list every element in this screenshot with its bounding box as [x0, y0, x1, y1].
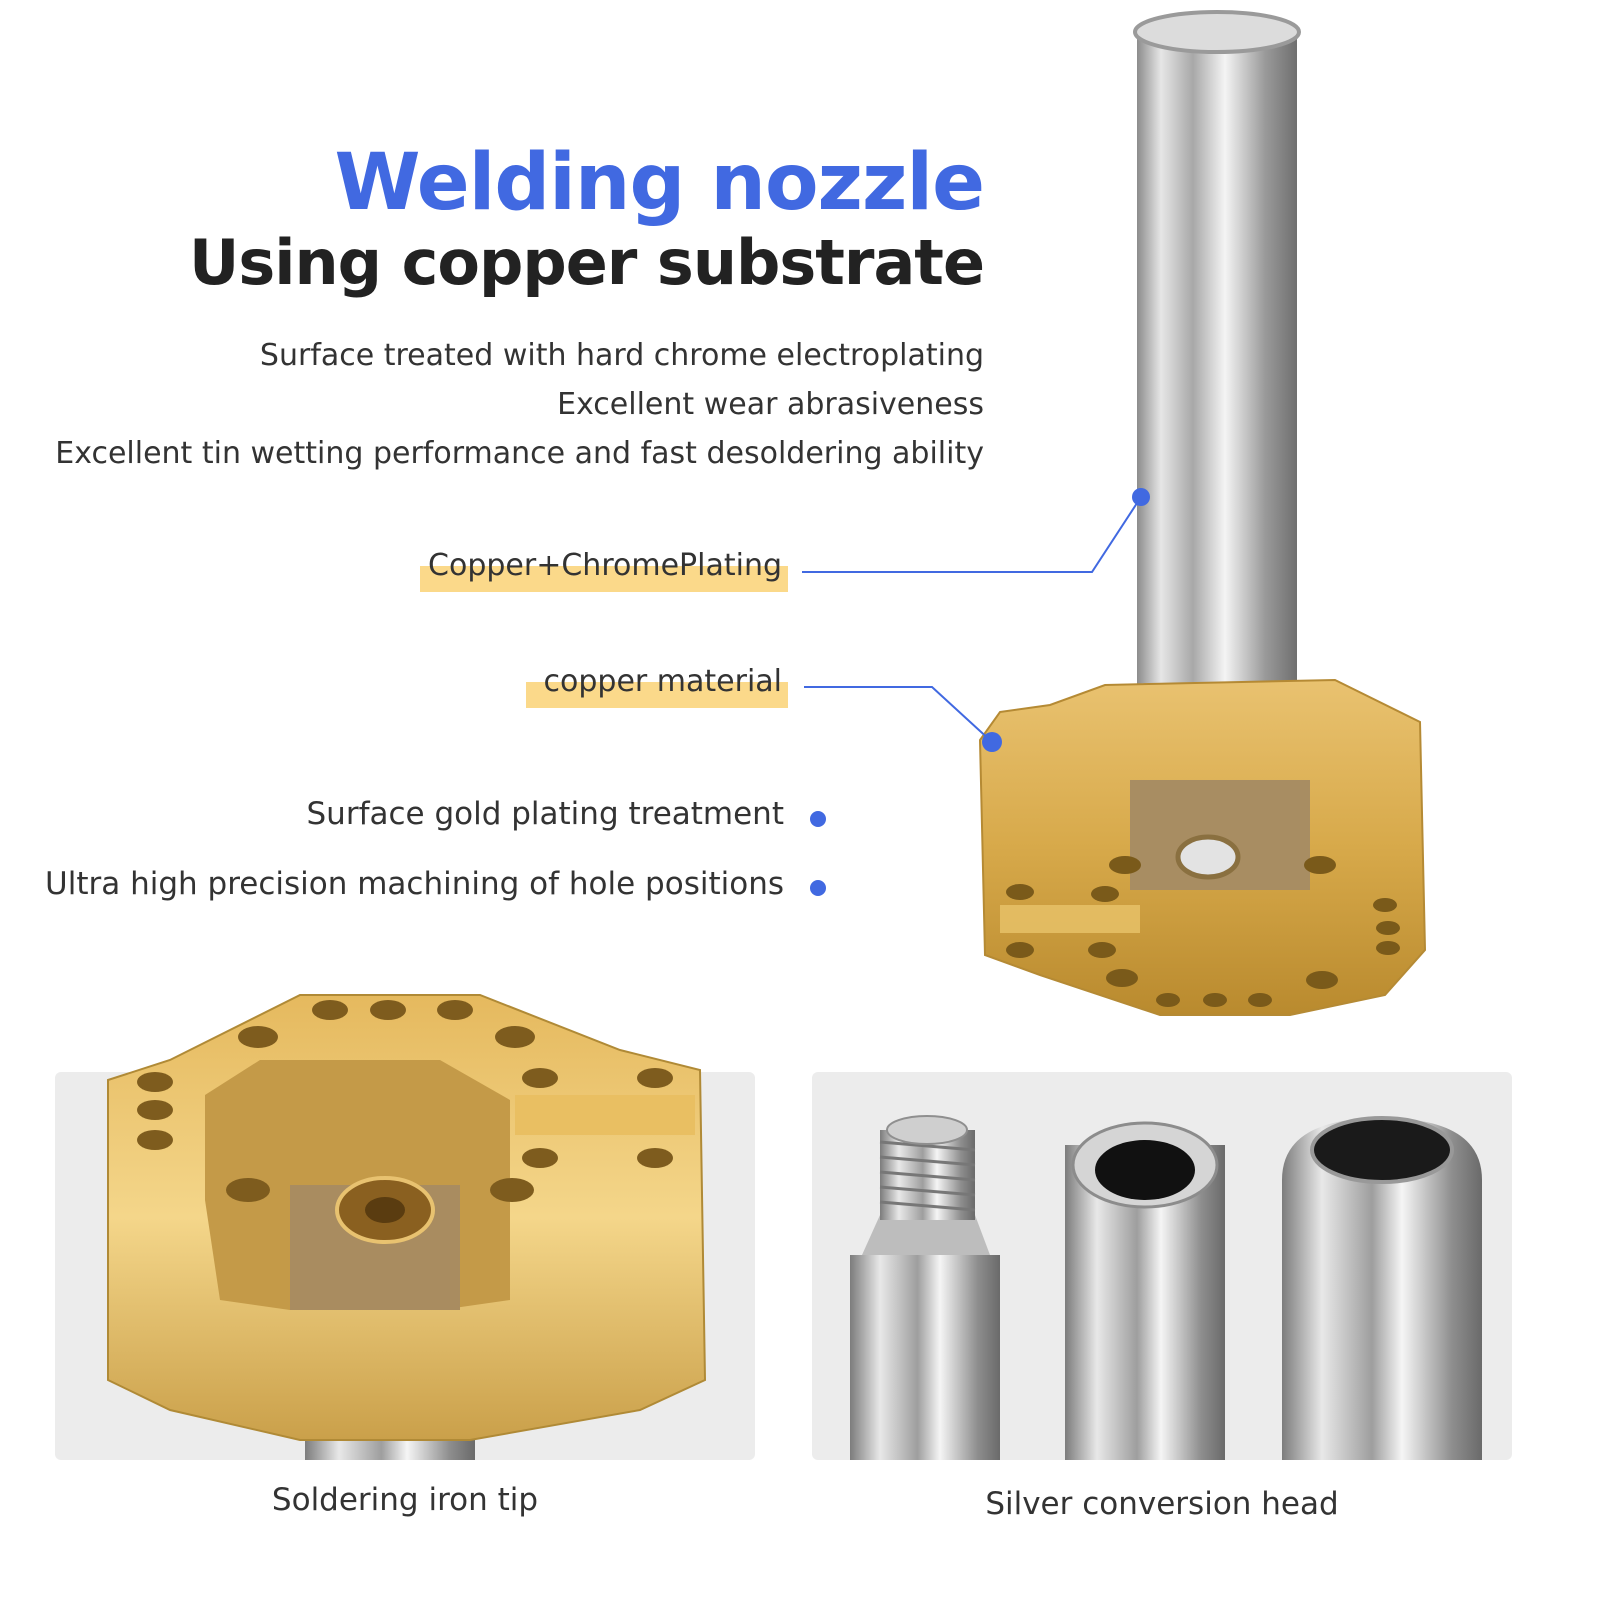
rod-thread — [879, 1115, 976, 1220]
chrome-tube — [1137, 30, 1297, 710]
callout-highlight-copper — [526, 682, 788, 708]
rod-shoulder — [862, 1215, 990, 1255]
threaded-hole-center — [365, 1197, 405, 1223]
feature-text-1: Surface treated with hard chrome electro… — [259, 338, 984, 373]
capped-tube — [1282, 1118, 1482, 1460]
bullet-text-2: Ultra high precision machining of hole p… — [45, 866, 784, 902]
caption-conversion-head: Silver conversion head — [985, 1486, 1339, 1522]
callout-label-copper: copper material — [543, 664, 782, 699]
rod-body — [850, 1255, 1000, 1460]
capped-tube-opening — [1310, 1116, 1454, 1184]
feature-text-3: Excellent tin wetting performance and fa… — [55, 436, 984, 471]
bullet-dot-2 — [810, 880, 826, 896]
bullet-dot-1 — [810, 811, 826, 827]
page-subtitle: Using copper substrate — [189, 226, 985, 299]
tube-opening — [1133, 10, 1301, 54]
brass-screw-hole — [1175, 834, 1241, 880]
callout-dot-chrome — [1132, 488, 1150, 506]
open-tube-bore — [1095, 1140, 1195, 1200]
brass-slot — [1000, 905, 1140, 933]
caption-soldering-tip: Soldering iron tip — [271, 1482, 539, 1518]
brass-holes-top — [1006, 856, 1400, 1007]
callout-highlight-chrome — [420, 566, 788, 592]
brass-side-slot — [515, 1095, 695, 1135]
callout-dot-copper — [982, 732, 1002, 752]
callout-line-chrome — [802, 496, 1142, 573]
feature-text-2: Excellent wear abrasiveness — [557, 387, 984, 422]
page-title: Welding nozzle — [334, 138, 985, 228]
brass-holes-bottom — [137, 1000, 673, 1202]
callout-line-copper — [804, 686, 993, 743]
bullet-text-1: Surface gold plating treatment — [306, 796, 785, 832]
callout-label-chrome: Copper+ChromePlating — [428, 548, 782, 583]
